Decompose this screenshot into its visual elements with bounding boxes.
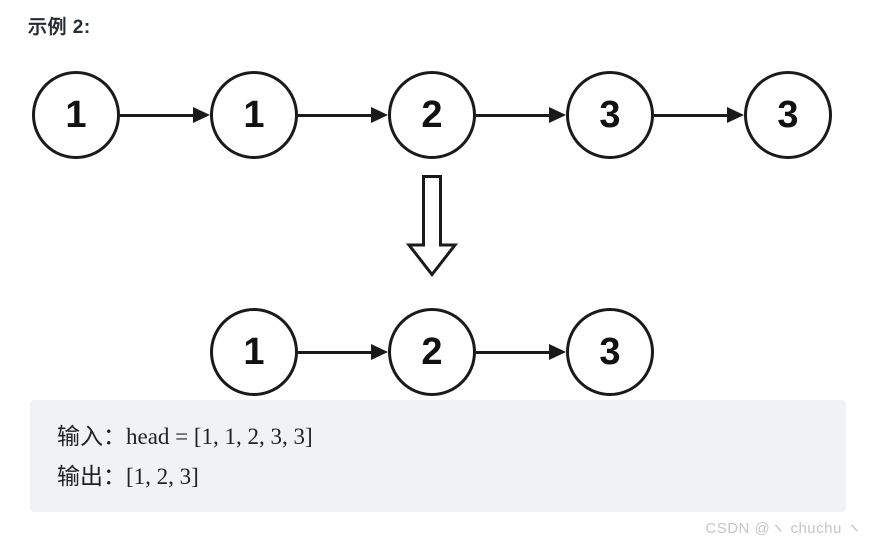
input-line: 输入：head = [1, 1, 2, 3, 3] <box>57 417 826 457</box>
arrow-head-icon <box>549 107 566 123</box>
next-pointer-arrow <box>298 308 388 396</box>
arrow-line <box>476 350 553 354</box>
arrow-head-icon <box>371 107 388 123</box>
node-value: 1 <box>65 94 87 136</box>
example-title: 示例 2: <box>28 17 91 38</box>
arrow-line <box>120 113 197 117</box>
node-value: 3 <box>599 94 621 136</box>
list-node: 3 <box>744 71 832 159</box>
node-value: 2 <box>421 94 443 136</box>
list-node: 1 <box>210 308 298 396</box>
output-line: 输出：[1, 2, 3] <box>57 457 826 497</box>
arrow-line <box>298 350 375 354</box>
example-io-block: 输入：head = [1, 1, 2, 3, 3] 输出：[1, 2, 3] <box>30 400 846 512</box>
input-value: head = [1, 1, 2, 3, 3] <box>126 424 313 449</box>
arrow-head-icon <box>549 344 566 360</box>
linked-list-before: 1 1 2 3 3 <box>32 71 832 159</box>
node-value: 2 <box>421 331 443 373</box>
list-node: 2 <box>388 308 476 396</box>
arrow-head-icon <box>727 107 744 123</box>
node-value: 3 <box>777 94 799 136</box>
node-value: 3 <box>599 331 621 373</box>
next-pointer-arrow <box>476 308 566 396</box>
csdn-watermark: CSDN @ヽ chuchu ヽ <box>705 520 862 537</box>
arrow-line <box>654 113 731 117</box>
list-node: 1 <box>210 71 298 159</box>
output-label: 输出： <box>57 464 126 489</box>
arrow-line <box>298 113 375 117</box>
arrow-line <box>476 113 553 117</box>
list-node: 2 <box>388 71 476 159</box>
node-value: 1 <box>243 331 265 373</box>
arrow-head-icon <box>193 107 210 123</box>
node-value: 1 <box>243 94 265 136</box>
list-node: 3 <box>566 71 654 159</box>
transform-down-arrow-icon <box>406 175 458 277</box>
input-label: 输入： <box>57 424 126 449</box>
next-pointer-arrow <box>476 71 566 159</box>
arrow-head-icon <box>371 344 388 360</box>
next-pointer-arrow <box>120 71 210 159</box>
list-node: 3 <box>566 308 654 396</box>
linked-list-after: 1 2 3 <box>210 308 654 396</box>
next-pointer-arrow <box>298 71 388 159</box>
next-pointer-arrow <box>654 71 744 159</box>
list-node: 1 <box>32 71 120 159</box>
output-value: [1, 2, 3] <box>126 464 199 489</box>
